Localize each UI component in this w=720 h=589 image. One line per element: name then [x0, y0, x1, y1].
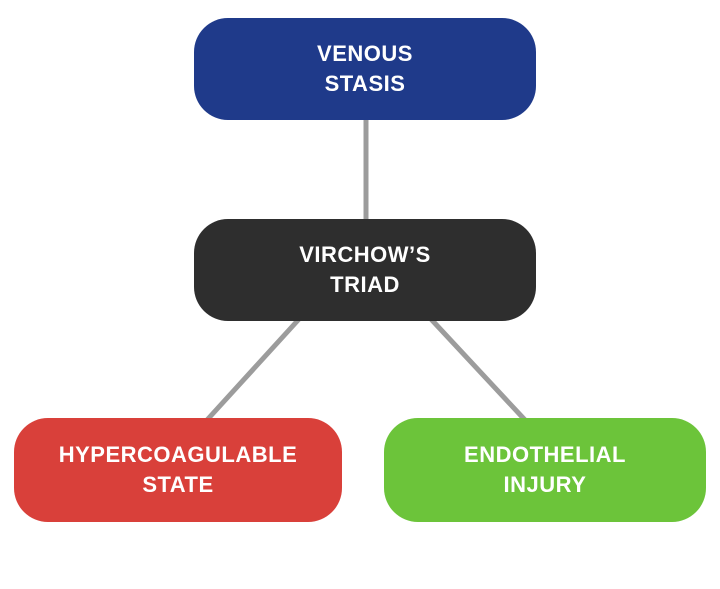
virchows-triad-node: VIRCHOW’S TRIAD — [194, 219, 536, 321]
hypercoagulable-state-label: HYPERCOAGULABLE STATE — [58, 442, 298, 497]
hypercoagulable-state-node: HYPERCOAGULABLE STATE — [14, 418, 342, 522]
virchows-triad-label: VIRCHOW’S TRIAD — [299, 242, 431, 297]
endothelial-injury-node: ENDOTHELIAL INJURY — [384, 418, 706, 522]
connector-triad-to-hypercoagulable — [204, 315, 303, 423]
connector-triad-to-endothelial — [427, 315, 528, 423]
venous-stasis-label: VENOUS STASIS — [317, 41, 413, 96]
venous-stasis-node: VENOUS STASIS — [194, 18, 536, 120]
endothelial-injury-label: ENDOTHELIAL INJURY — [464, 442, 626, 497]
